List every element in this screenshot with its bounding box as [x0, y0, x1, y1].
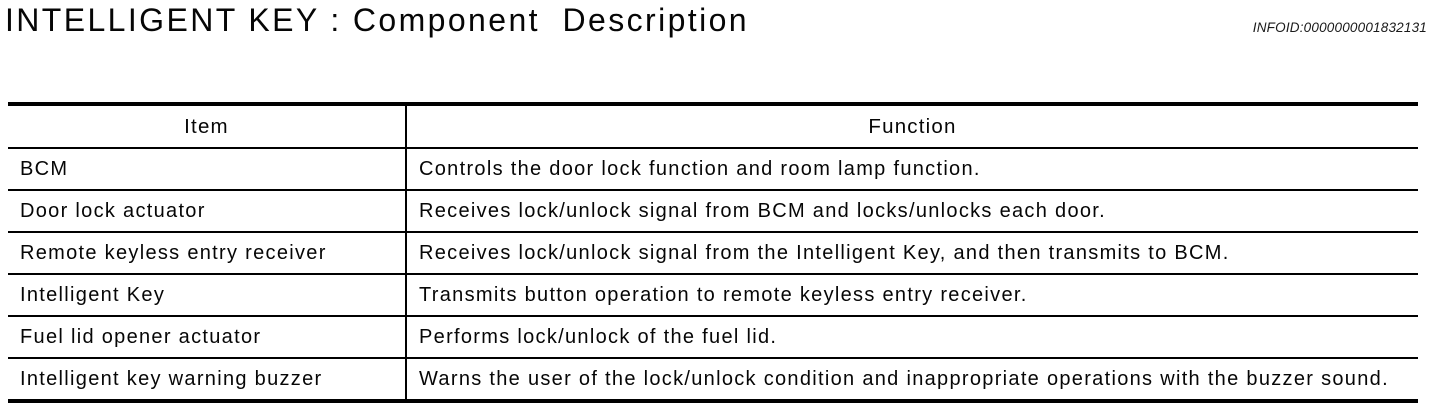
- item-cell: Intelligent Key: [8, 274, 407, 317]
- item-cell: BCM: [8, 148, 407, 191]
- function-cell: Transmits button operation to remote key…: [406, 274, 1418, 317]
- function-cell: Controls the door lock function and room…: [406, 148, 1418, 191]
- table-row: Fuel lid opener actuator Performs lock/u…: [8, 316, 1418, 359]
- function-cell: Receives lock/unlock signal from the Int…: [406, 232, 1418, 275]
- function-cell: Warns the user of the lock/unlock condit…: [419, 367, 1389, 390]
- table-header-row: Item Function: [8, 104, 1418, 149]
- table-row: Intelligent Key Transmits button operati…: [8, 274, 1418, 317]
- function-cell: Performs lock/unlock of the fuel lid.: [406, 316, 1418, 359]
- item-cell: Door lock actuator: [8, 190, 407, 233]
- function-cell: Receives lock/unlock signal from BCM and…: [406, 190, 1418, 233]
- table-row: Door lock actuator Receives lock/unlock …: [8, 190, 1418, 233]
- header-item-cell: Item: [8, 104, 407, 149]
- item-cell: Intelligent key warning buzzer: [8, 358, 407, 401]
- page-title: INTELLIGENT KEY : Component Description: [5, 2, 749, 38]
- table-row: Remote keyless entry receiver Receives l…: [8, 232, 1418, 275]
- table-row: Intelligent key warning buzzer Warns the…: [8, 358, 1418, 401]
- table-row: BCM Controls the door lock function and …: [8, 148, 1418, 191]
- item-cell: Remote keyless entry receiver: [8, 232, 407, 275]
- header-function-cell: Function: [406, 104, 1418, 149]
- component-description-table: Item Function BCM Controls the door lock…: [8, 102, 1418, 403]
- item-cell: Fuel lid opener actuator: [8, 316, 407, 359]
- infoid-reference: INFOID:0000000001832131: [1252, 20, 1427, 35]
